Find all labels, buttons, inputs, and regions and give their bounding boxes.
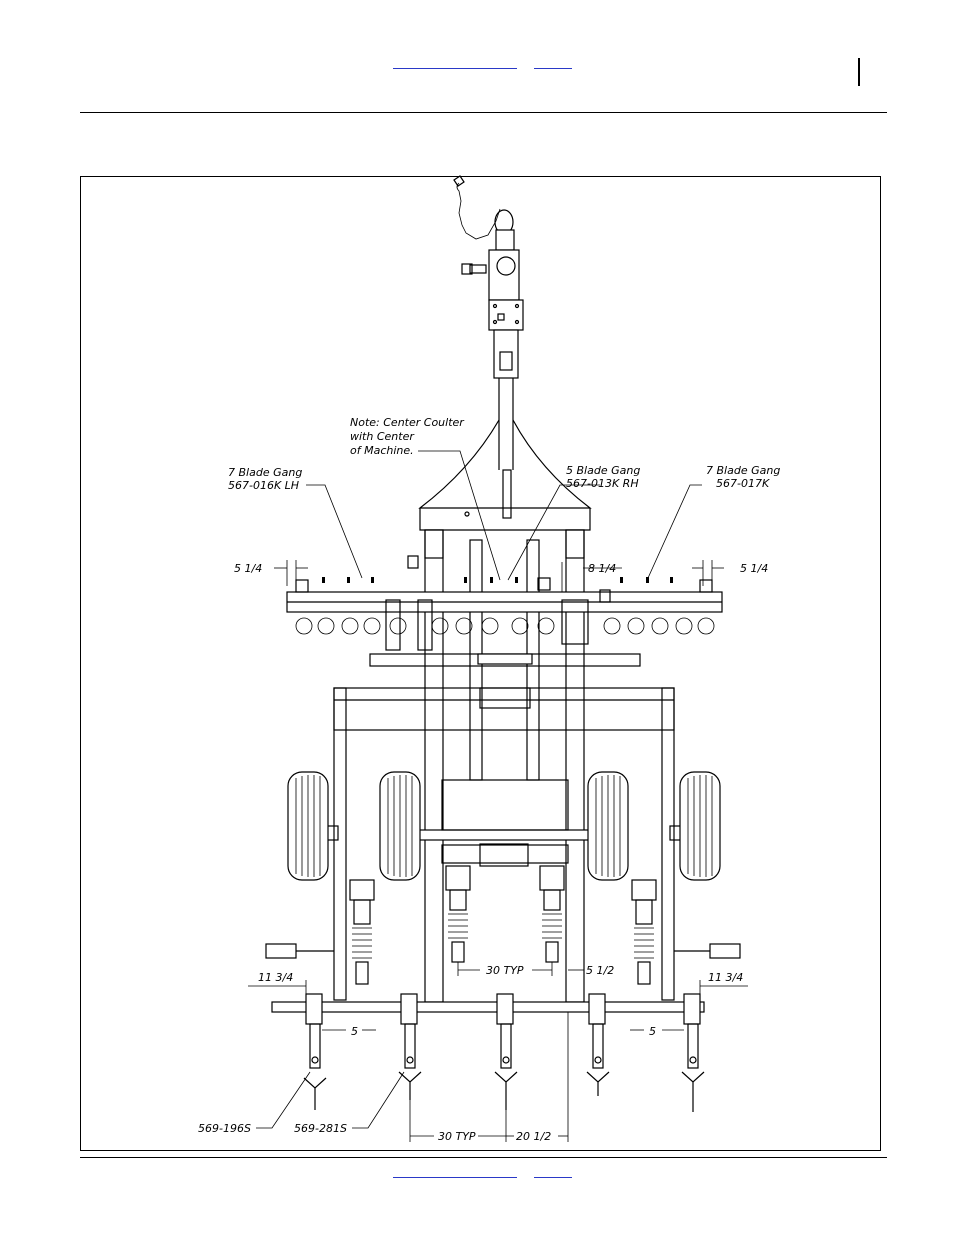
dim-20-1-2: 20 1/2 bbox=[516, 1130, 551, 1143]
coulter-gangs bbox=[287, 556, 722, 666]
note-line-2: with Center bbox=[350, 430, 415, 443]
gang-rh-line-2: 567-017K bbox=[716, 477, 770, 490]
rear-toolbar bbox=[272, 994, 704, 1112]
gang-rh-line-1: 7 Blade Gang bbox=[706, 464, 780, 477]
note-line-3: of Machine. bbox=[350, 444, 414, 457]
dim-5-right: 5 bbox=[649, 1025, 656, 1038]
dim-11-3-4-right: 11 3/4 bbox=[708, 971, 743, 984]
dim-5-left: 5 bbox=[351, 1025, 358, 1038]
wheel-right-inner bbox=[588, 772, 628, 880]
footer-link-right[interactable] bbox=[534, 1177, 572, 1178]
part-569-196s: 569-196S bbox=[198, 1122, 251, 1135]
part-569-281s: 569-281S bbox=[294, 1122, 347, 1135]
note-line-1: Note: Center Coulter bbox=[350, 416, 465, 429]
gang-center-line-1: 5 Blade Gang bbox=[566, 464, 640, 477]
footer-link-left[interactable] bbox=[393, 1177, 517, 1178]
wheel-right-outer bbox=[680, 772, 720, 880]
dim-5-1-4-left: 5 1/4 bbox=[234, 562, 262, 575]
dim-11-3-4-left: 11 3/4 bbox=[258, 971, 293, 984]
hitch-assembly bbox=[420, 176, 590, 530]
dim-30-typ-lower: 30 TYP bbox=[438, 1130, 476, 1143]
dim-5-1-2: 5 1/2 bbox=[586, 964, 614, 977]
gang-lh-line-2: 567-016K LH bbox=[228, 479, 299, 492]
gang-center-line-2: 567-013K RH bbox=[566, 477, 639, 490]
wheel-left-outer bbox=[288, 772, 328, 880]
dim-8-1-4: 8 1/4 bbox=[588, 562, 616, 575]
dim-5-1-4-right: 5 1/4 bbox=[740, 562, 768, 575]
gang-lh-line-1: 7 Blade Gang bbox=[228, 466, 302, 479]
dim-30-typ-upper: 30 TYP bbox=[486, 964, 524, 977]
footer-rule bbox=[80, 1157, 887, 1158]
wheel-left-inner bbox=[380, 772, 420, 880]
